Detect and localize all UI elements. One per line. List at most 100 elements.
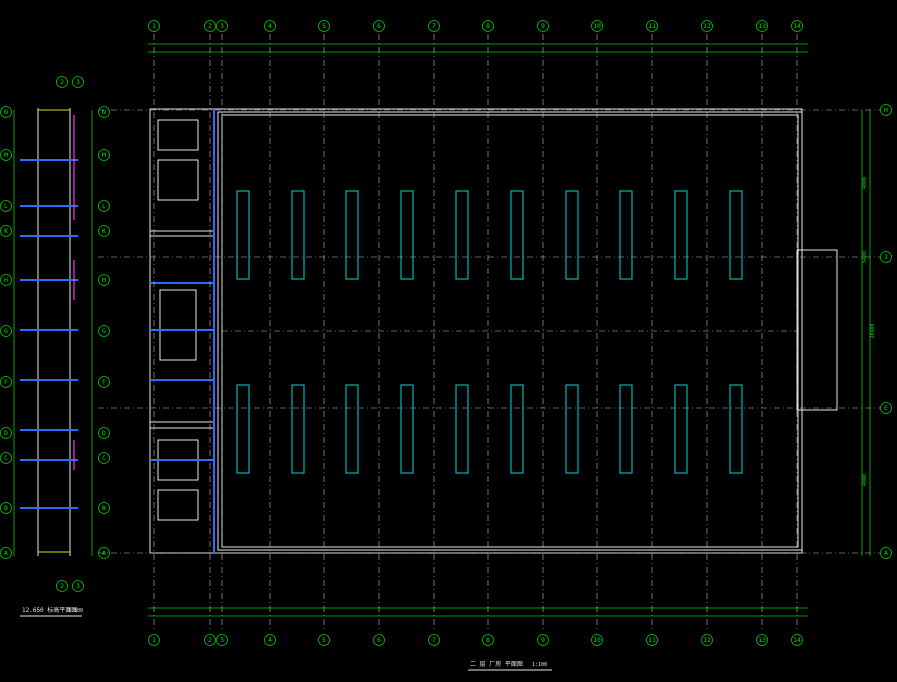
mid-axis-bubble: N [98, 106, 110, 118]
side-axis-bubble-label: L [4, 202, 8, 210]
skylight-lower-7 [565, 384, 579, 474]
side-bottom-axis-bubble: 2 [56, 580, 68, 592]
skylight-upper-4 [400, 190, 414, 280]
bottom-axis-bubble: 1 [148, 634, 160, 646]
side-axis-bubble-label: F [4, 378, 8, 386]
top-axis-bubble-label: 7 [432, 22, 436, 30]
top-axis-bubble: 5 [318, 20, 330, 32]
bottom-axis-bubble-label: 13 [758, 636, 766, 644]
bottom-axis-bubble-label: 14 [793, 636, 801, 644]
side-axis-bubble: G [0, 325, 12, 337]
top-axis-bubble: 12 [701, 20, 713, 32]
skylight-upper-5 [455, 190, 469, 280]
stair-core-block [149, 108, 215, 554]
bottom-axis-bubble: 12 [701, 634, 713, 646]
skylight-openings [236, 190, 743, 474]
top-axis-bubble-label: 5 [322, 22, 326, 30]
bottom-axis-bubble-label: 4 [268, 636, 272, 644]
top-axis-bubble-label: 10 [593, 22, 601, 30]
top-axis-bubble-label: 8 [486, 22, 490, 30]
bottom-axis-bubble-label: 6 [377, 636, 381, 644]
skylight-lower-6 [510, 384, 524, 474]
side-axis-bubble-label: B [4, 504, 8, 512]
side-axis-bubble-label: M [4, 151, 8, 159]
top-axis-bubble-label: 9 [541, 22, 545, 30]
skylight-lower-2 [291, 384, 305, 474]
side-axis-bubble: L [0, 200, 12, 212]
bottom-axis-bubble-label: 2 [208, 636, 212, 644]
top-axis-bubble: 10 [591, 20, 603, 32]
skylight-upper-9 [674, 190, 688, 280]
side-axis-bubble: B [0, 502, 12, 514]
side-bottom-axis-bubble-label: 3 [76, 582, 80, 590]
top-axis-bubble-label: 14 [793, 22, 801, 30]
top-axis-bubble: 7 [428, 20, 440, 32]
side-axis-bubble: N [0, 106, 12, 118]
top-axis-bubble: 1 [148, 20, 160, 32]
skylight-lower-1 [236, 384, 250, 474]
mid-axis-bubble-label: N [102, 108, 106, 116]
bottom-axis-bubble: 5 [318, 634, 330, 646]
skylight-upper-3 [345, 190, 359, 280]
bottom-axis-bubble: 13 [756, 634, 768, 646]
top-axis-bubble-label: 11 [648, 22, 656, 30]
bottom-axis-bubble-label: 9 [541, 636, 545, 644]
mid-axis-bubble: C [98, 452, 110, 464]
top-axis-bubble-label: 6 [377, 22, 381, 30]
skylight-upper-6 [510, 190, 524, 280]
bottom-axis-bubble: 10 [591, 634, 603, 646]
mid-axis-bubble: F [98, 376, 110, 388]
skylight-lower-8 [619, 384, 633, 474]
bottom-axis-bubble-label: 10 [593, 636, 601, 644]
top-axis-bubble-label: 12 [703, 22, 711, 30]
top-axis-bubble: 6 [373, 20, 385, 32]
right-axis-bubble-label: E [884, 404, 888, 412]
side-plan-title: 12.650 标高平面图 [22, 606, 77, 614]
skylight-lower-3 [345, 384, 359, 474]
bottom-axis-bubble-label: 5 [322, 636, 326, 644]
mid-axis-bubble-label: L [102, 202, 106, 210]
bottom-axis-bubble: 8 [482, 634, 494, 646]
top-axis-bubble-label: 1 [152, 22, 156, 30]
bottom-axis-bubble-label: 12 [703, 636, 711, 644]
right-dim-total: 20400 [870, 323, 876, 338]
side-axis-bubble: A [0, 547, 12, 559]
mid-axis-bubble: K [98, 225, 110, 237]
mid-axis-bubble-label: G [102, 327, 106, 335]
mid-axis-bubble-label: D [102, 429, 106, 437]
mid-axis-bubble-label: H [102, 276, 106, 284]
side-axis-bubble-label: G [4, 327, 8, 335]
side-axis-bubble-label: D [4, 429, 8, 437]
side-section-strip [20, 108, 78, 556]
top-axis-bubble: 4 [264, 20, 276, 32]
right-axis-bubble: A [880, 547, 892, 559]
side-axis-bubble: F [0, 376, 12, 388]
dimension-lines [13, 43, 871, 617]
top-axis-bubble: 11 [646, 20, 658, 32]
bottom-axis-bubble: 7 [428, 634, 440, 646]
side-plan-scale: 1:100 [68, 608, 83, 614]
mid-axis-bubble-label: F [102, 378, 106, 386]
mid-axis-bubble: G [98, 325, 110, 337]
right-dim-part: 5400 [862, 251, 868, 263]
top-axis-bubble-label: 3 [220, 22, 224, 30]
bottom-axis-bubble-label: 7 [432, 636, 436, 644]
side-axis-bubble: C [0, 452, 12, 464]
mid-axis-bubble-label: C [102, 454, 106, 462]
skylight-lower-4 [400, 384, 414, 474]
skylight-upper-8 [619, 190, 633, 280]
skylight-lower-5 [455, 384, 469, 474]
mid-axis-bubble: L [98, 200, 110, 212]
skylight-upper-10 [729, 190, 743, 280]
mid-axis-bubble: D [98, 427, 110, 439]
side-axis-bubble-label: H [4, 276, 8, 284]
side-axis-bubble-label: K [4, 227, 8, 235]
side-top-axis-bubble-label: 3 [76, 78, 80, 86]
top-axis-bubble: 3 [216, 20, 228, 32]
